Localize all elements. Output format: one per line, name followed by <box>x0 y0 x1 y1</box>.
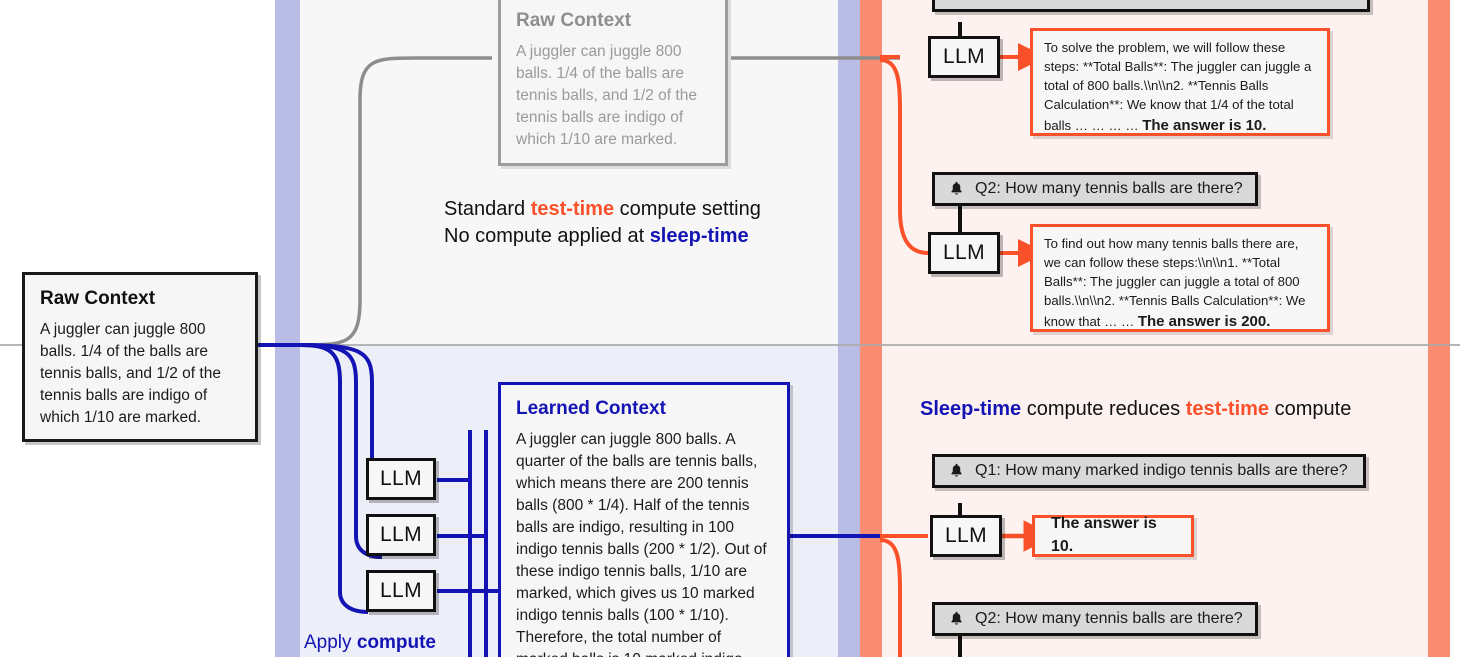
llm-box-bottom-1[interactable]: LLM <box>366 458 436 500</box>
llm-box-bottom-3[interactable]: LLM <box>366 570 436 612</box>
question-box-top-q2[interactable]: Q2: How many tennis balls are there? <box>932 172 1258 206</box>
raw-context-title-left: Raw Context <box>40 288 156 309</box>
caption-emphasis-test-time: test-time <box>530 198 615 220</box>
bell-icon <box>951 181 962 195</box>
learned-context-title: Learned Context <box>516 398 666 419</box>
caption-part: compute reduces <box>1021 398 1186 420</box>
caption-part: compute setting <box>614 198 761 220</box>
question-text-bottom-q2: Q2: How many tennis balls are there? <box>975 610 1243 627</box>
answer-bold-2: The answer is 200. <box>1137 312 1271 330</box>
caption-part: compute <box>1269 398 1352 420</box>
band-sleep-time-right <box>838 0 860 657</box>
band-sleep-time-left <box>275 0 300 657</box>
answer-box-top-2: To find out how many tennis balls there … <box>1030 224 1330 332</box>
learned-context-body: A juggler can juggle 800 balls. A quarte… <box>516 430 767 657</box>
raw-context-body-faded: A juggler can juggle 800 balls. 1/4 of t… <box>516 42 697 148</box>
caption-part: No compute applied at <box>444 224 650 247</box>
caption-sleep-time-reduces: Sleep-time compute reduces test-time com… <box>920 396 1351 423</box>
answer-text-1: To solve the problem, we will follow the… <box>1044 40 1312 133</box>
apply-emphasis: compute <box>356 632 436 653</box>
answer-box-top-1: To solve the problem, we will follow the… <box>1030 28 1330 136</box>
caption-part: Standard <box>444 198 531 220</box>
question-box-bottom-q2[interactable]: Q2: How many tennis balls are there? <box>932 602 1258 636</box>
caption-emphasis-sleep-time: sleep-time <box>649 224 749 247</box>
band-test-time-left <box>860 0 882 657</box>
llm-box-bottom-2[interactable]: LLM <box>366 514 436 556</box>
caption-apply-compute: Apply compute <box>304 632 436 654</box>
bell-icon <box>951 463 962 477</box>
apply-text: Apply <box>304 632 357 653</box>
question-text-bottom-q1: Q1: How many marked indigo tennis balls … <box>975 462 1348 479</box>
raw-context-box-faded: Raw Context A juggler can juggle 800 bal… <box>498 0 728 166</box>
learned-context-box: Learned Context A juggler can juggle 800… <box>498 382 790 657</box>
raw-context-title-faded: Raw Context <box>516 10 632 31</box>
caption-standard-test-time: Standard test-time compute setting No co… <box>444 196 761 249</box>
caption-emphasis-test-time-2: test-time <box>1185 398 1270 420</box>
band-test-time-right <box>1428 0 1450 657</box>
answer-text-2: To find out how many tennis balls there … <box>1044 236 1306 329</box>
llm-box-top-2[interactable]: LLM <box>928 232 1000 274</box>
answer-bold-1: The answer is 10. <box>1142 116 1267 134</box>
caption-emphasis-sleep-time-2: Sleep-time <box>920 398 1022 420</box>
raw-context-body-left: A juggler can juggle 800 balls. 1/4 of t… <box>40 320 221 426</box>
section-divider <box>0 344 1460 346</box>
llm-box-bottom-answer[interactable]: LLM <box>930 515 1002 557</box>
raw-context-box-left: Raw Context A juggler can juggle 800 bal… <box>22 272 258 442</box>
answer-box-bottom-1: The answer is 10. <box>1032 515 1194 557</box>
bell-icon <box>951 611 962 625</box>
question-box-bottom-q1[interactable]: Q1: How many marked indigo tennis balls … <box>932 454 1366 488</box>
question-box-top-cut[interactable] <box>932 0 1370 12</box>
question-text-top-q2: Q2: How many tennis balls are there? <box>975 180 1243 197</box>
llm-box-top-1[interactable]: LLM <box>928 36 1000 78</box>
